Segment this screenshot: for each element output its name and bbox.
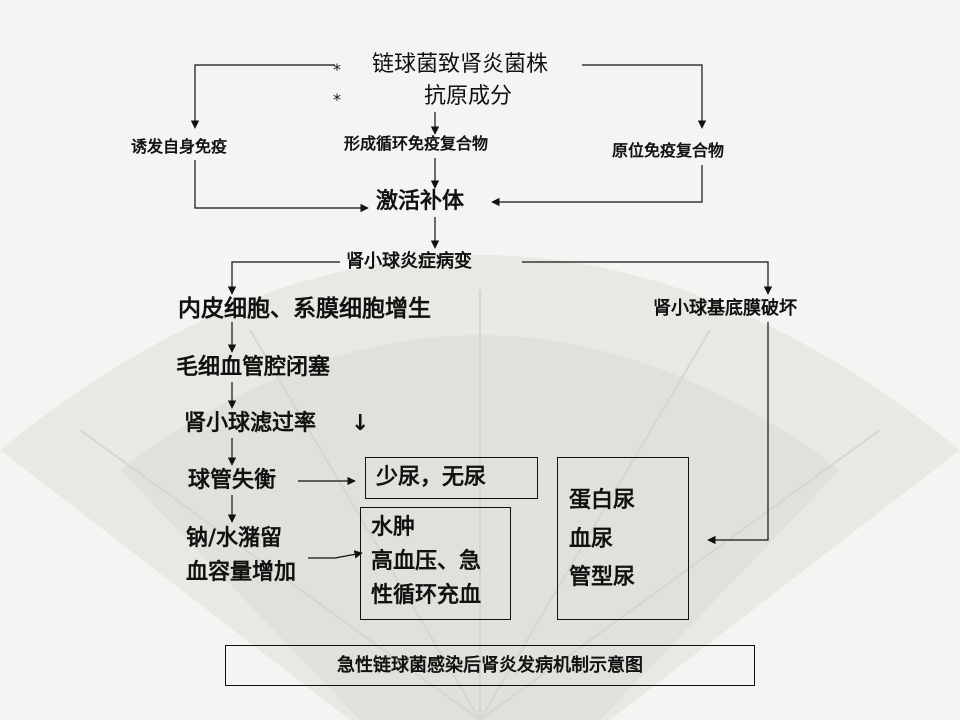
sodium-water-retention-label: 钠/水潴留 [186, 526, 283, 551]
decrease-arrow-icon: ↓ [351, 411, 370, 436]
caption-box: 急性链球菌感染后肾炎发病机制示意图 [225, 645, 755, 686]
antigen-title-line2: 抗原成分 [424, 84, 513, 109]
capillary-occlusion-label: 毛细血管腔闭塞 [176, 355, 331, 380]
antigen-title-line1: 链球菌致肾炎菌株 [372, 52, 549, 77]
diagram-caption: 急性链球菌感染后肾炎发病机制示意图 [337, 655, 643, 676]
edema-list: 水肿 高血压、急 性循环充血 [371, 511, 481, 613]
edema-item: 水肿 [371, 515, 416, 540]
urine-finding-item: 血尿 [569, 526, 614, 552]
cell-proliferation-label: 内皮细胞、系膜细胞增生 [178, 296, 431, 322]
connector-top-to-in-situ [582, 64, 707, 129]
connector-top-to-autoimmune [190, 64, 335, 129]
glomerular-lesion-label: 肾小球炎症病变 [346, 251, 472, 272]
urine-finding-item: 管型尿 [569, 565, 636, 590]
fan-rib [249, 329, 481, 720]
asterisk-1: * [333, 60, 341, 79]
gfr-label: 肾小球滤过率 [184, 411, 317, 436]
fan-rib [79, 429, 481, 720]
fan-rib [479, 429, 881, 720]
basement-membrane-damage-label: 肾小球基底膜破坏 [653, 298, 797, 319]
fan-rib [479, 329, 711, 720]
tubuloglomerular-imbalance-label: 球管失衡 [188, 468, 277, 493]
blood-volume-increase-label: 血容量增加 [186, 560, 297, 585]
urine-finding-item: 蛋白尿 [569, 488, 636, 513]
connector-autoimmune-to-complement [194, 160, 369, 213]
connector-retention-to-edema [308, 550, 363, 559]
oliguria-label: 少尿，无尿 [376, 465, 487, 490]
urine-findings-list: 蛋白尿 血尿 管型尿 [569, 482, 635, 598]
connector-in-situ-to-complement [491, 165, 703, 207]
connector-membrane-to-urine [707, 322, 769, 545]
autoimmunity-label: 诱发自身免疫 [131, 137, 228, 156]
connector-lesion-to-proliferation [227, 261, 340, 295]
connector-lesion-to-membrane [522, 261, 773, 295]
edema-box: 水肿 高血压、急 性循环充血 [360, 507, 511, 620]
complement-activation-label: 激活补体 [376, 189, 465, 214]
circulating-immune-complex-label: 形成循环免疫复合物 [344, 134, 489, 153]
in-situ-immune-complex-label: 原位免疫复合物 [612, 141, 725, 160]
oliguria-box: 少尿，无尿 [365, 457, 538, 499]
edema-item: 性循环充血 [371, 583, 482, 609]
asterisk-2: * [333, 90, 341, 109]
edema-item: 高血压、急 [371, 549, 482, 575]
urine-findings-box: 蛋白尿 血尿 管型尿 [557, 457, 689, 620]
